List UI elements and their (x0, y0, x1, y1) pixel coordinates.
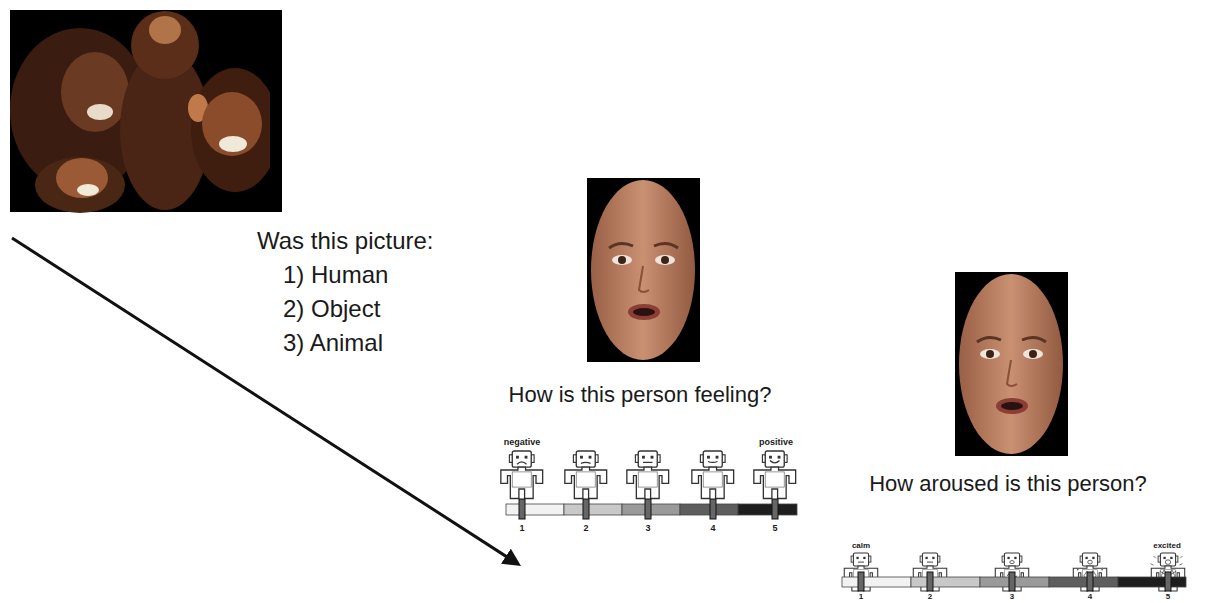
scale-anchor: positive (759, 438, 793, 447)
answer-option: 3) Animal (283, 331, 383, 355)
scale-bar (564, 504, 622, 515)
chimp-head (149, 16, 181, 44)
scale-number: 4 (1088, 593, 1092, 601)
scale-slider (927, 572, 933, 591)
scale-number: 3 (1010, 593, 1014, 601)
scale-slider (645, 499, 651, 519)
scale-number: 5 (1166, 593, 1170, 601)
time-arrow (12, 238, 518, 564)
scale-bar (1118, 577, 1186, 587)
chimp-face (56, 158, 108, 198)
scale-number: 1 (519, 524, 524, 533)
photo-ground (10, 10, 282, 212)
sam-figure (692, 451, 734, 499)
scale-bar (738, 504, 797, 515)
scale-number: 1 (859, 593, 863, 601)
chimp-face (61, 52, 129, 132)
scale-number: 5 (772, 524, 777, 533)
scale-slider (858, 572, 864, 591)
chimp-teeth (77, 184, 99, 196)
scale-slider (710, 499, 716, 519)
answer-option: 1) Human (283, 263, 388, 287)
rating-question: How is this person feeling? (509, 384, 772, 406)
scale-number: 2 (928, 593, 932, 601)
chimp (191, 68, 279, 192)
sam-figure (754, 451, 796, 499)
chimp (35, 157, 125, 213)
chimp (131, 11, 199, 79)
scale-bar (842, 577, 911, 587)
sam-figure (501, 451, 543, 499)
chimp-teeth (219, 136, 247, 152)
scale-slider (1087, 572, 1093, 591)
question-heading: Was this picture: (257, 229, 434, 253)
sam-figure (627, 451, 669, 499)
scale-anchor: calm (852, 542, 870, 550)
scale-number: 2 (583, 524, 588, 533)
chimp-face (202, 92, 262, 156)
face-photo (587, 178, 700, 362)
photo-border (270, 10, 282, 212)
scale-bar (680, 504, 738, 515)
scale-slider (1165, 572, 1171, 591)
answer-option: 2) Object (283, 297, 380, 321)
chimp-photo (10, 10, 282, 213)
scale-anchor: excited (1153, 542, 1181, 550)
scale-slider (519, 499, 525, 519)
valence-scale (501, 451, 797, 519)
scale-bar (911, 577, 980, 587)
scale-bar (506, 504, 564, 515)
scale-slider (1009, 572, 1015, 591)
scale-anchor: negative (504, 438, 541, 447)
scale-bar (1049, 577, 1118, 587)
arousal-scale (842, 553, 1186, 591)
face-photo (955, 272, 1068, 456)
scale-number: 3 (645, 524, 650, 533)
scale-slider (583, 499, 589, 519)
rating-question: How aroused is this person? (869, 473, 1147, 495)
scale-slider (772, 499, 778, 519)
sam-figure (565, 451, 607, 499)
chimp-teeth (87, 104, 113, 120)
scale-number: 4 (710, 524, 715, 533)
